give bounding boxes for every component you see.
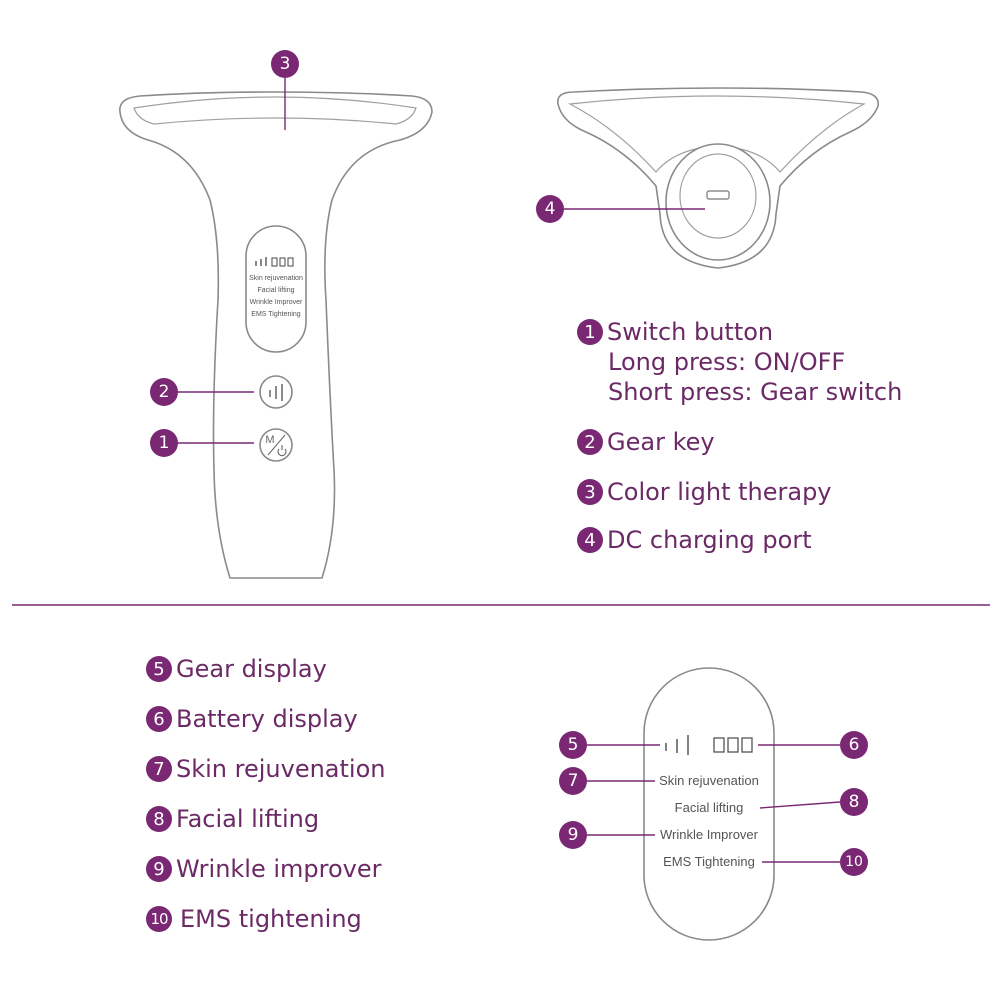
callout-2-number: 2 <box>159 382 170 402</box>
legend-title-8: Facial lifting <box>176 805 320 833</box>
legend-bullet-3: 3 <box>577 479 603 505</box>
callout-2: 2 <box>150 378 254 406</box>
callout-4-number: 4 <box>545 199 556 219</box>
callout-10-number: 10 <box>845 854 863 870</box>
zoom-gear-bars <box>665 735 689 755</box>
front-label-lifting: Facial lifting <box>258 287 295 294</box>
legend-item-1: 1 Switch button <box>577 318 773 346</box>
legend-item-6: 6 Battery display <box>146 705 358 733</box>
callout-9-number: 9 <box>568 825 579 845</box>
callout-6-number: 6 <box>849 735 860 755</box>
callout-5: 5 <box>559 731 660 759</box>
callout-7: 7 <box>559 767 655 795</box>
legend-title-10: EMS tightening <box>180 905 362 933</box>
legend-bullet-4: 4 <box>577 527 603 553</box>
legend-item-10: 10 EMS tightening <box>146 905 362 933</box>
front-gear-bars <box>255 257 294 267</box>
legend-item-3: 3 Color light therapy <box>577 478 832 506</box>
legend-item-7: 7 Skin rejuvenation <box>146 755 385 783</box>
front-label-skin: Skin rejuvenation <box>249 275 303 282</box>
legend-item-2: 2 Gear key <box>577 428 715 456</box>
zoom-label-skin: Skin rejuvenation <box>659 773 759 788</box>
callout-3-number: 3 <box>280 54 291 74</box>
legend-bullet-10: 10 <box>146 906 172 932</box>
front-label-wrinkle: Wrinkle Improver <box>250 299 303 306</box>
legend-bullet-1: 1 <box>577 319 603 345</box>
callout-9: 9 <box>559 821 655 849</box>
callout-1-number: 1 <box>159 433 170 453</box>
callout-8-number: 8 <box>849 792 860 812</box>
front-label-ems: EMS Tightening <box>251 311 301 318</box>
callout-8: 8 <box>759 788 868 816</box>
callout-6: 6 <box>758 731 868 759</box>
legend-title-2: Gear key <box>607 428 715 456</box>
legend-bullet-7: 7 <box>146 756 172 782</box>
mode-glyph: M <box>265 434 274 446</box>
legend-title-4: DC charging port <box>607 526 812 554</box>
legend-sub-1a: Long press: ON/OFF <box>608 348 846 376</box>
legend-title-1: Switch button <box>607 318 774 346</box>
legend-bullet-2: 2 <box>577 429 603 455</box>
legend-title-5: Gear display <box>176 655 327 683</box>
zoom-battery-icon <box>713 737 753 753</box>
legend-sub-1b: Short press: Gear switch <box>608 378 903 406</box>
legend-bullet-5: 5 <box>146 656 172 682</box>
charging-port <box>706 190 730 200</box>
legend-item-4: 4 DC charging port <box>577 526 812 554</box>
legend-bullet-6: 6 <box>146 706 172 732</box>
legend-title-6: Battery display <box>176 705 358 733</box>
device-back-view <box>557 87 879 269</box>
callout-4: 4 <box>536 195 705 223</box>
gear-key-button[interactable] <box>259 375 293 409</box>
legend-title-9: Wrinkle improver <box>176 855 382 883</box>
legend-title-7: Skin rejuvenation <box>176 755 386 783</box>
legend-item-9: 9 Wrinkle improver <box>146 855 382 883</box>
legend-bullet-8: 8 <box>146 806 172 832</box>
zoom-label-ems: EMS Tightening <box>663 854 755 869</box>
callout-3: 3 <box>271 50 299 130</box>
callout-7-number: 7 <box>568 771 579 791</box>
switch-button[interactable]: M <box>259 428 293 462</box>
callout-5-number: 5 <box>568 735 579 755</box>
display-panel-zoom: Skin rejuvenation Facial lifting Wrinkle… <box>643 667 775 941</box>
legend-bullet-9: 9 <box>146 856 172 882</box>
zoom-label-wrinkle: Wrinkle Improver <box>660 827 759 842</box>
zoom-label-lifting: Facial lifting <box>675 800 744 815</box>
device-front-view: Skin rejuvenation Facial lifting Wrinkle… <box>119 91 433 579</box>
callout-10: 10 <box>762 848 868 876</box>
legend-item-8: 8 Facial lifting <box>146 805 319 833</box>
legend-title-3: Color light therapy <box>607 478 832 506</box>
legend-item-5: 5 Gear display <box>146 655 327 683</box>
callout-1: 1 <box>150 429 254 457</box>
